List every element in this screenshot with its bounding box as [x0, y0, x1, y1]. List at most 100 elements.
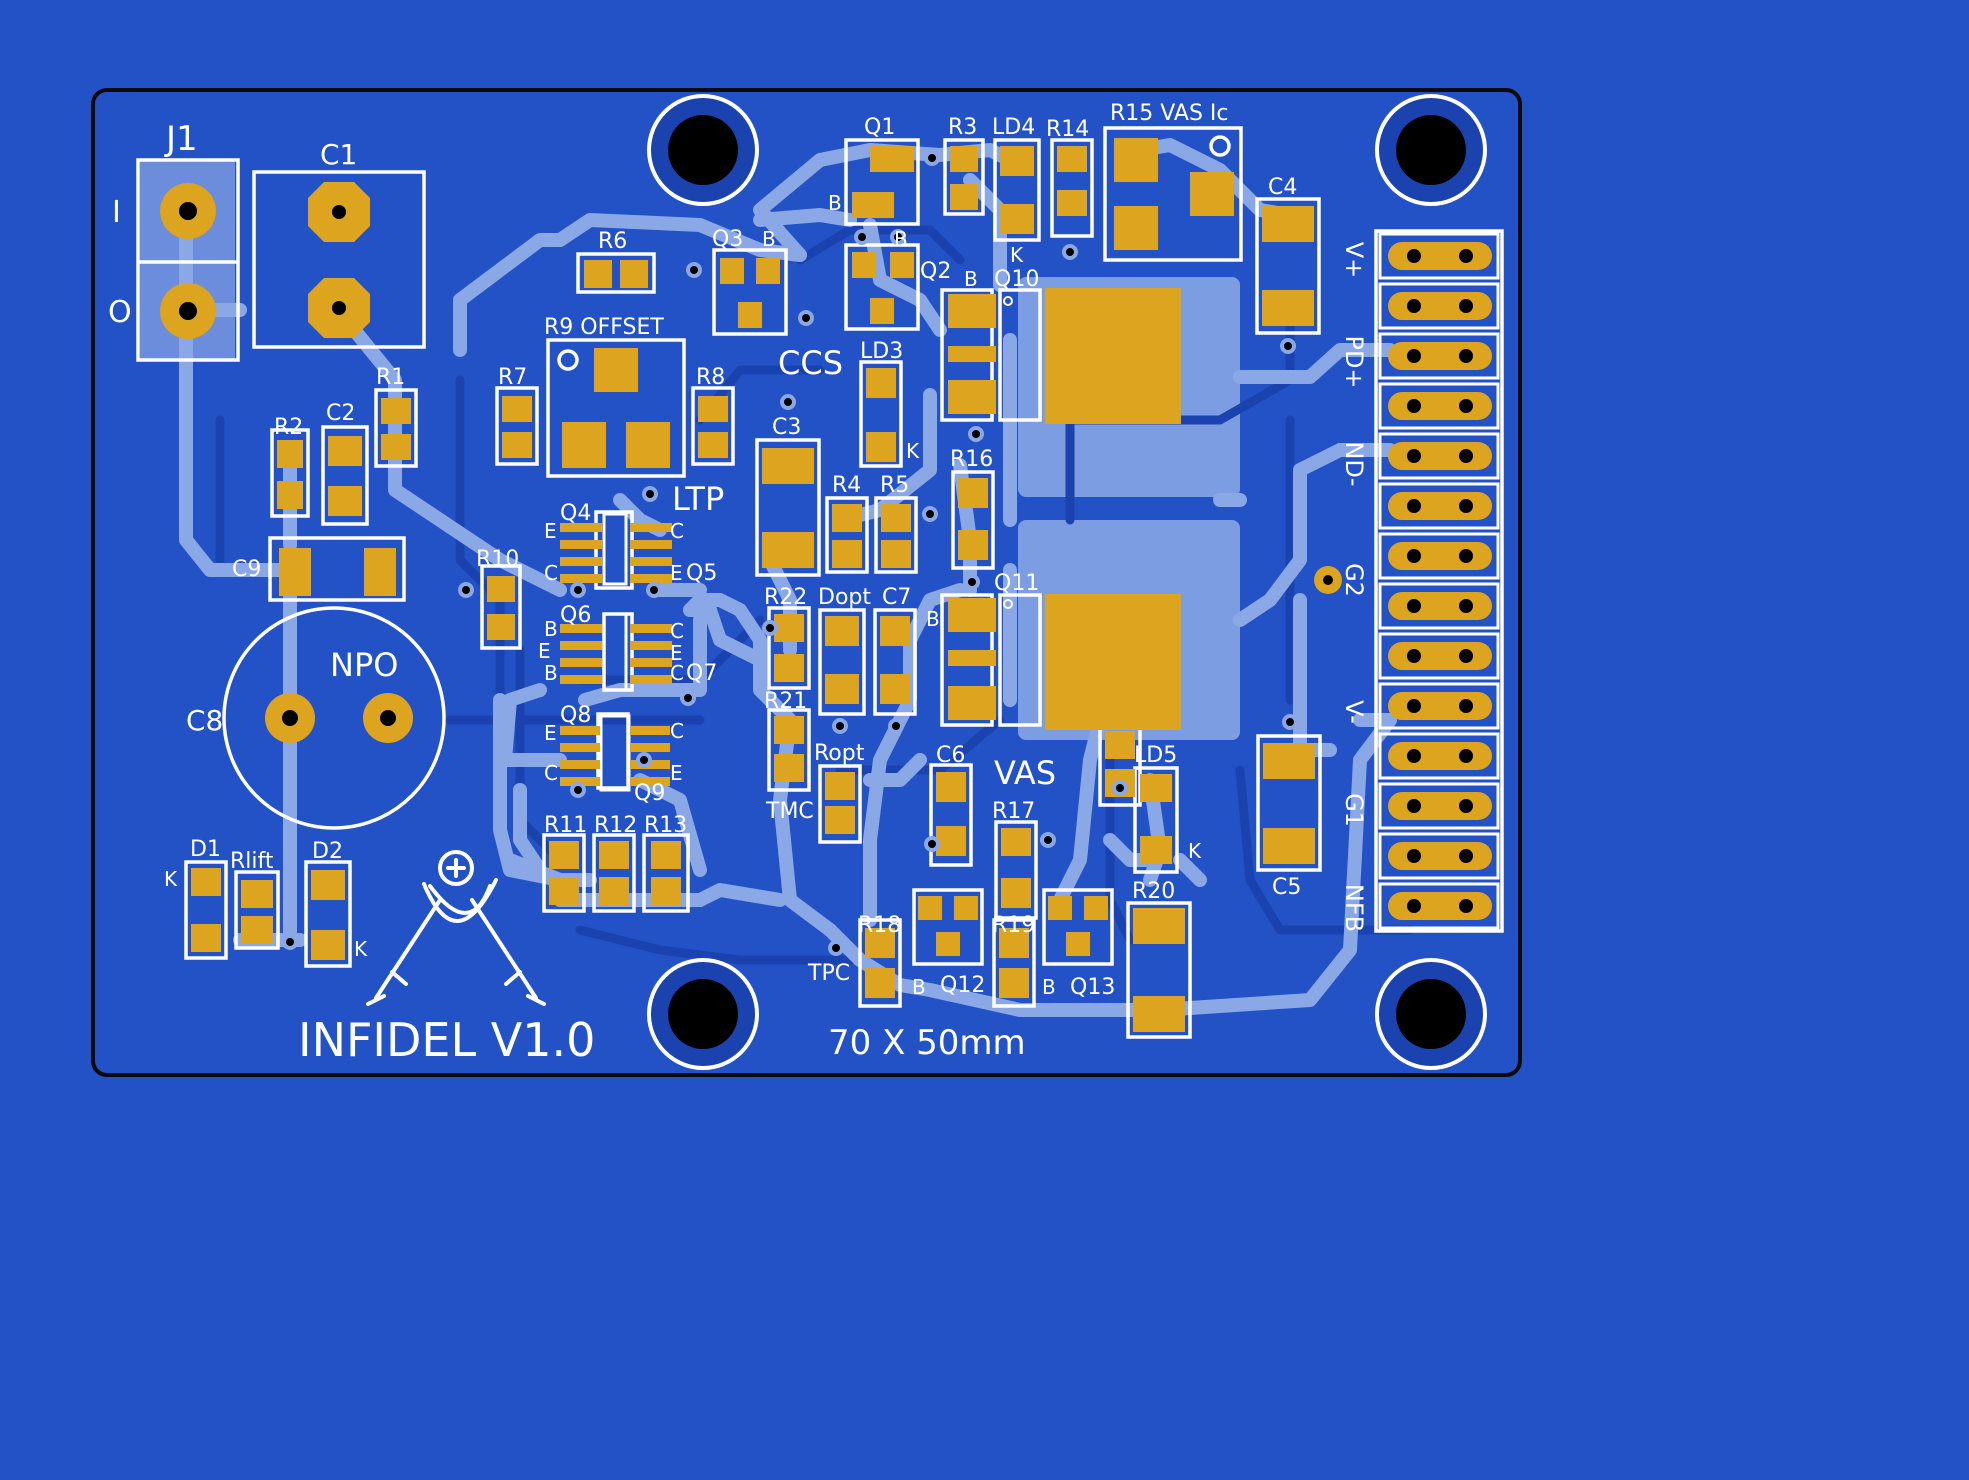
- mounting-hole-tl: [647, 94, 759, 206]
- label-c5: C5: [1272, 875, 1301, 900]
- label-r20: R20: [1132, 879, 1175, 904]
- connector-j1-pads: [160, 183, 216, 339]
- label-r10: R10: [476, 547, 519, 572]
- pin-mark-e: E: [670, 761, 683, 785]
- silkscreen-outlines: [136, 126, 1504, 1039]
- header-pin-row: [1378, 582, 1500, 630]
- label-tmc: TMC: [765, 799, 814, 824]
- label-r9: R9 OFFSET: [544, 315, 664, 340]
- pin-mark-k: K: [1010, 243, 1024, 267]
- header-pin-label: G1: [1340, 793, 1368, 827]
- header-pin-row: [1378, 832, 1500, 880]
- label-j1-in: I: [112, 195, 121, 230]
- label-d1: D1: [190, 837, 221, 862]
- c8-pads: [265, 693, 413, 743]
- vias: [282, 150, 1298, 956]
- pin-mark-e: E: [544, 519, 557, 543]
- header-pin-row: [1378, 782, 1500, 830]
- label-c3: C3: [772, 415, 801, 440]
- label-q1: Q1: [864, 115, 895, 140]
- label-q11: Q11: [994, 571, 1039, 596]
- section-ccs: CCS: [778, 344, 843, 382]
- label-c1: C1: [320, 138, 357, 171]
- label-r19: R19: [992, 913, 1035, 938]
- mounting-hole-bl: [647, 958, 759, 1070]
- pin-mark-b: B: [762, 227, 776, 251]
- label-r11: R11: [544, 813, 587, 838]
- label-r21: R21: [764, 689, 807, 714]
- pin-mark-c: C: [670, 661, 684, 685]
- section-vas: VAS: [994, 754, 1056, 792]
- pin-mark-c: C: [544, 561, 558, 585]
- silkscreen-labels: INFIDEL V1.0 70 X 50mm CCS LTP VAS NPO J…: [108, 101, 1301, 1067]
- pin-mark-e: E: [538, 639, 551, 663]
- label-dopt: Dopt: [818, 585, 871, 610]
- header-pin-row: [1378, 382, 1500, 430]
- label-r18: R18: [858, 913, 901, 938]
- label-ld4: LD4: [992, 115, 1035, 140]
- pin-mark-b: B: [544, 617, 558, 641]
- pin-marks: B B B B B B B B B E E E E E E C C C C C …: [164, 191, 1202, 999]
- mounting-holes: [647, 94, 1487, 1070]
- pin-mark-c: C: [670, 719, 684, 743]
- pin-mark-k: K: [164, 867, 178, 891]
- mounting-hole-tr: [1375, 94, 1487, 206]
- label-q4: Q4: [560, 501, 591, 526]
- label-r5: R5: [880, 473, 909, 498]
- header-pin-label: G2: [1340, 563, 1368, 597]
- pin-mark-e: E: [670, 561, 683, 585]
- pin-mark-b: B: [544, 661, 558, 685]
- pin-mark-b: B: [964, 267, 978, 291]
- pin-mark-b: B: [1042, 975, 1056, 999]
- label-r7: R7: [498, 365, 527, 390]
- header-pin-label: V+: [1340, 242, 1368, 279]
- label-r22: R22: [764, 585, 807, 610]
- label-c9: C9: [232, 557, 261, 582]
- label-r4: R4: [832, 473, 861, 498]
- dual-transistor-packages: [560, 512, 672, 792]
- header-pin-row: [1378, 232, 1500, 280]
- label-r14: R14: [1046, 117, 1089, 142]
- header-pin-label: ND-: [1340, 441, 1368, 486]
- label-q8: Q8: [560, 703, 591, 728]
- label-j1-out: O: [108, 295, 132, 330]
- label-j1: J1: [164, 119, 198, 159]
- label-r15: R15 VAS Ic: [1110, 101, 1229, 126]
- header-pin-row: [1378, 482, 1500, 530]
- header-pin-row: [1378, 682, 1500, 730]
- label-r1: R1: [376, 365, 405, 390]
- pin-mark-e: E: [670, 641, 683, 665]
- pin-mark-b: B: [894, 227, 908, 251]
- pin-mark-e: E: [544, 721, 557, 745]
- label-tpc: TPC: [807, 961, 850, 986]
- label-rlift: Rlift: [230, 849, 274, 874]
- label-q12: Q12: [940, 973, 985, 998]
- label-r16: R16: [950, 447, 993, 472]
- q4-q5-package: [560, 512, 672, 586]
- q6-q7-package: [560, 612, 672, 692]
- label-r2: R2: [274, 415, 303, 440]
- header-pin-row: [1378, 882, 1500, 930]
- section-npo: NPO: [330, 646, 398, 684]
- mounting-hole-br: [1375, 958, 1487, 1070]
- label-r8: R8: [696, 365, 725, 390]
- header-pads: [1378, 232, 1500, 930]
- title-text: INFIDEL V1.0: [298, 1013, 595, 1067]
- header-pin-label: NFB: [1340, 884, 1368, 932]
- label-c7: C7: [882, 585, 911, 610]
- label-q3: Q3: [712, 227, 743, 252]
- label-q9: Q9: [634, 781, 665, 806]
- label-c6: C6: [936, 743, 965, 768]
- header-pin-row: [1378, 332, 1500, 380]
- label-q2: Q2: [920, 259, 951, 284]
- header-pin-label: V-: [1340, 700, 1368, 724]
- pin-mark-b: B: [828, 191, 842, 215]
- label-ld5: LD5: [1134, 743, 1177, 768]
- pin-mark-c: C: [544, 761, 558, 785]
- pin-mark-k: K: [354, 937, 368, 961]
- pin1-markers: [1003, 296, 1013, 609]
- label-c4: C4: [1268, 175, 1297, 200]
- label-q13: Q13: [1070, 975, 1115, 1000]
- header-pin-label: PD+: [1340, 335, 1368, 388]
